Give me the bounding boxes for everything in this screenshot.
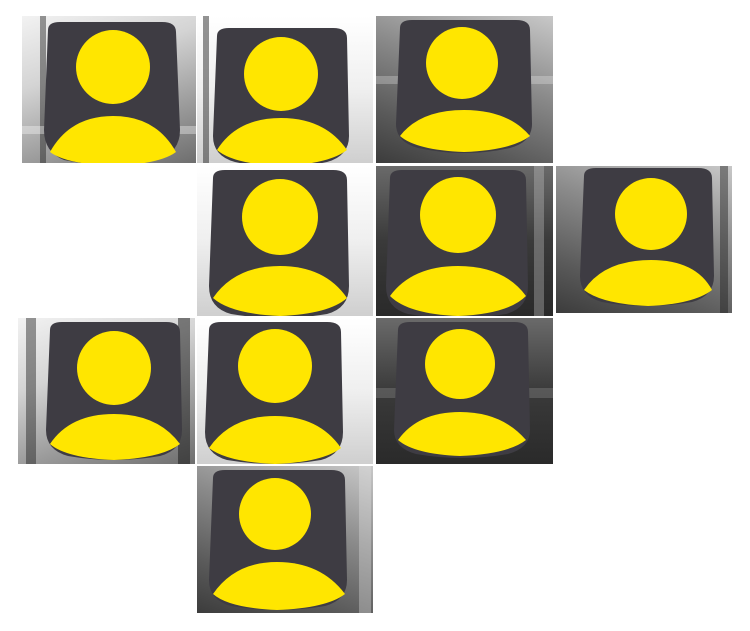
photo-tile[interactable] bbox=[22, 16, 196, 163]
user-avatar-icon bbox=[209, 170, 349, 316]
user-avatar-icon bbox=[209, 470, 347, 610]
photo-tile[interactable] bbox=[376, 16, 553, 163]
photo-tile[interactable] bbox=[197, 318, 373, 464]
photo-tile[interactable] bbox=[197, 16, 373, 163]
photo-tile[interactable] bbox=[376, 318, 553, 464]
user-avatar-icon bbox=[394, 322, 530, 458]
user-avatar-icon bbox=[205, 322, 343, 464]
photo-tile[interactable] bbox=[556, 166, 732, 313]
photo-tile[interactable] bbox=[376, 166, 553, 316]
user-avatar-icon bbox=[580, 168, 714, 306]
photo-tile[interactable] bbox=[197, 166, 373, 316]
photo-tile[interactable] bbox=[18, 318, 195, 464]
user-avatar-icon bbox=[386, 170, 528, 316]
user-avatar-icon bbox=[44, 22, 180, 163]
photo-tile[interactable] bbox=[197, 466, 373, 613]
user-avatar-icon bbox=[396, 20, 532, 153]
user-avatar-icon bbox=[213, 28, 349, 163]
user-avatar-icon bbox=[46, 322, 182, 460]
